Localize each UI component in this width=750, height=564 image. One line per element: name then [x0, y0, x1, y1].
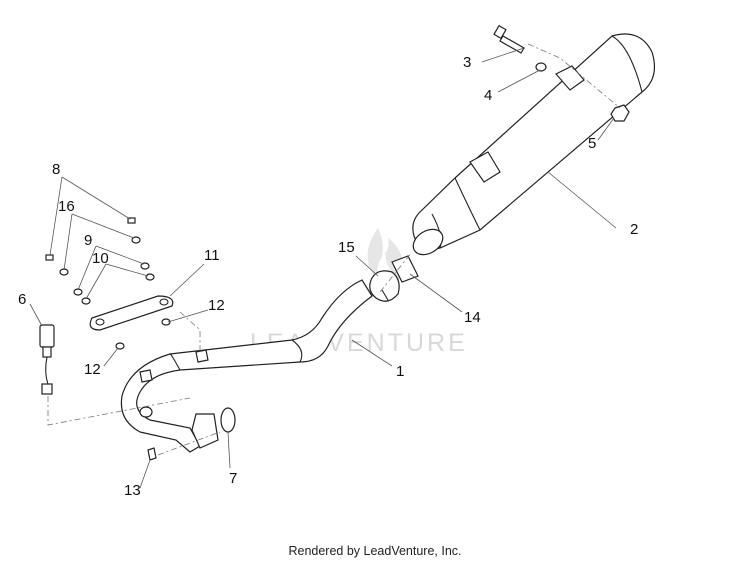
callout-10: 10	[92, 250, 109, 267]
leader-lines	[29, 47, 617, 489]
clamp	[369, 270, 400, 302]
oxygen-sensor	[39, 324, 55, 395]
callout-9: 9	[84, 232, 92, 249]
muffler	[412, 33, 655, 256]
bolt	[493, 24, 525, 54]
alignment-lines	[47, 43, 621, 456]
callout-8: 8	[52, 161, 60, 178]
callout-14: 14	[464, 309, 481, 326]
callout-7: 7	[229, 470, 237, 487]
nut	[610, 104, 630, 122]
heat-shield	[89, 295, 174, 331]
callout-6: 6	[18, 291, 26, 308]
washer	[535, 62, 547, 72]
small-hardware	[45, 217, 171, 350]
callout-3: 3	[463, 54, 471, 71]
callout-2: 2	[630, 221, 638, 238]
callout-12-lower: 12	[84, 361, 101, 378]
stud	[147, 447, 157, 461]
callout-4: 4	[484, 87, 492, 104]
callout-12-upper: 12	[208, 297, 225, 314]
callout-11: 11	[204, 247, 220, 264]
callout-13: 13	[124, 482, 141, 499]
callout-5: 5	[588, 135, 596, 152]
header-pipe	[120, 279, 373, 453]
callout-16: 16	[58, 198, 75, 215]
port-gasket	[220, 407, 236, 433]
footer-credit: Rendered by LeadVenture, Inc.	[288, 544, 462, 558]
callout-labels: 3 4 5 2 15 14 1 8 16 9 10 11 12 12 6 7 1…	[18, 54, 638, 499]
watermark-flame-icon	[367, 228, 403, 282]
callout-1: 1	[396, 363, 404, 380]
callout-15: 15	[338, 239, 355, 256]
